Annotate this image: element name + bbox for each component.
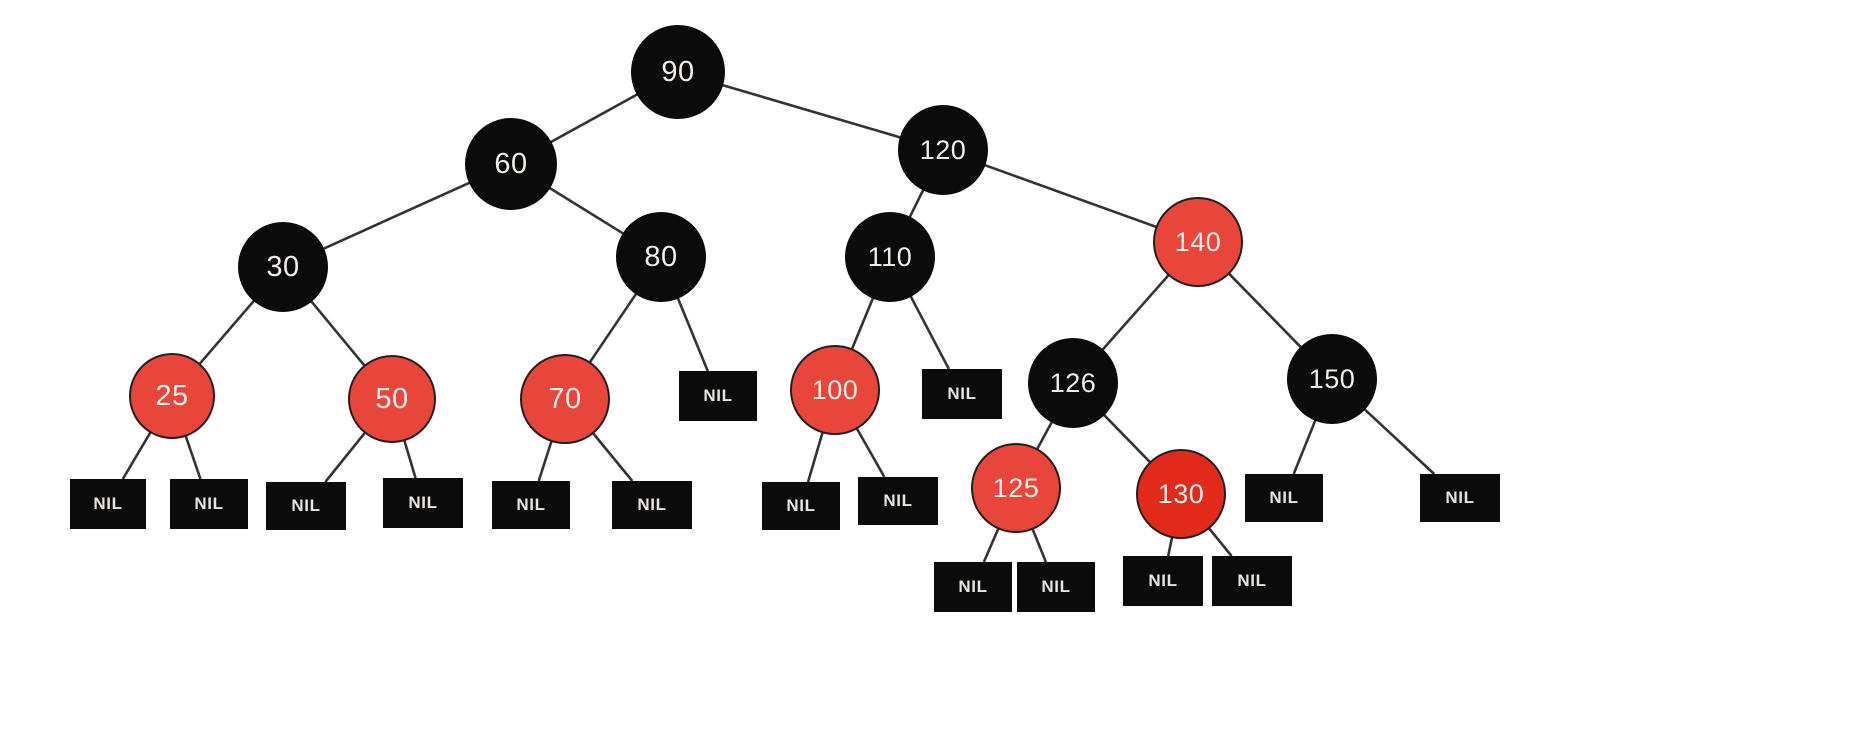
tree-edge (537, 440, 553, 482)
tree-edge (1031, 528, 1048, 563)
tree-edge (721, 83, 902, 139)
tree-edge (806, 431, 824, 483)
tree-node-140[interactable]: 140 (1153, 197, 1243, 287)
tree-node-110[interactable]: 110 (845, 212, 935, 302)
tree-nil-leaf: NIL (1420, 474, 1500, 522)
tree-edge (983, 163, 1158, 229)
tree-nil-leaf: NIL (679, 371, 757, 421)
tree-edge (908, 188, 925, 219)
tree-node-125[interactable]: 125 (971, 443, 1061, 533)
tree-node-60[interactable]: 60 (465, 118, 557, 210)
tree-edge (403, 439, 417, 479)
tree-edge (1102, 413, 1152, 464)
tree-edge (322, 181, 471, 251)
tree-edge (909, 295, 951, 370)
tree-nil-leaf: NIL (612, 481, 692, 529)
tree-node-25[interactable]: 25 (129, 353, 215, 439)
tree-edge (548, 186, 625, 235)
tree-nil-leaf: NIL (383, 478, 463, 528)
tree-node-80[interactable]: 80 (616, 212, 706, 302)
tree-nil-leaf: NIL (1017, 562, 1095, 612)
tree-edge (1227, 272, 1303, 349)
tree-edge (310, 300, 366, 367)
tree-edge (1292, 419, 1317, 475)
tree-nil-leaf: NIL (492, 481, 570, 529)
tree-node-100[interactable]: 100 (790, 345, 880, 435)
tree-edge (1166, 536, 1174, 557)
tree-node-130[interactable]: 130 (1136, 449, 1226, 539)
tree-node-150[interactable]: 150 (1287, 334, 1377, 424)
tree-edge (676, 297, 709, 372)
tree-nil-leaf: NIL (266, 482, 346, 530)
tree-edge (549, 93, 639, 144)
tree-node-70[interactable]: 70 (520, 354, 610, 444)
tree-node-90[interactable]: 90 (631, 25, 725, 119)
tree-node-120[interactable]: 120 (898, 105, 988, 195)
tree-nil-leaf: NIL (70, 479, 146, 529)
tree-edge (184, 435, 202, 480)
tree-nil-leaf: NIL (1123, 556, 1203, 606)
tree-nil-leaf: NIL (170, 479, 248, 529)
tree-edge (588, 292, 638, 364)
tree-node-30[interactable]: 30 (238, 222, 328, 312)
tree-node-50[interactable]: 50 (348, 355, 436, 443)
tree-edge (982, 527, 1000, 563)
tree-edge (1101, 274, 1170, 351)
tree-edge (324, 431, 367, 483)
tree-nil-leaf: NIL (922, 369, 1002, 419)
tree-nil-leaf: NIL (1212, 556, 1292, 606)
tree-nil-leaf: NIL (934, 562, 1012, 612)
tree-edge (1363, 408, 1436, 475)
tree-edge (198, 299, 256, 366)
tree-edge (855, 427, 886, 478)
tree-node-126[interactable]: 126 (1028, 338, 1118, 428)
tree-edge (121, 431, 152, 480)
tree-nil-leaf: NIL (762, 482, 840, 530)
tree-edge (850, 297, 875, 350)
tree-nil-leaf: NIL (858, 477, 938, 525)
tree-edge (591, 432, 634, 482)
tree-edge (1207, 527, 1233, 557)
tree-nil-leaf: NIL (1245, 474, 1323, 522)
tree-edge (1035, 421, 1054, 450)
